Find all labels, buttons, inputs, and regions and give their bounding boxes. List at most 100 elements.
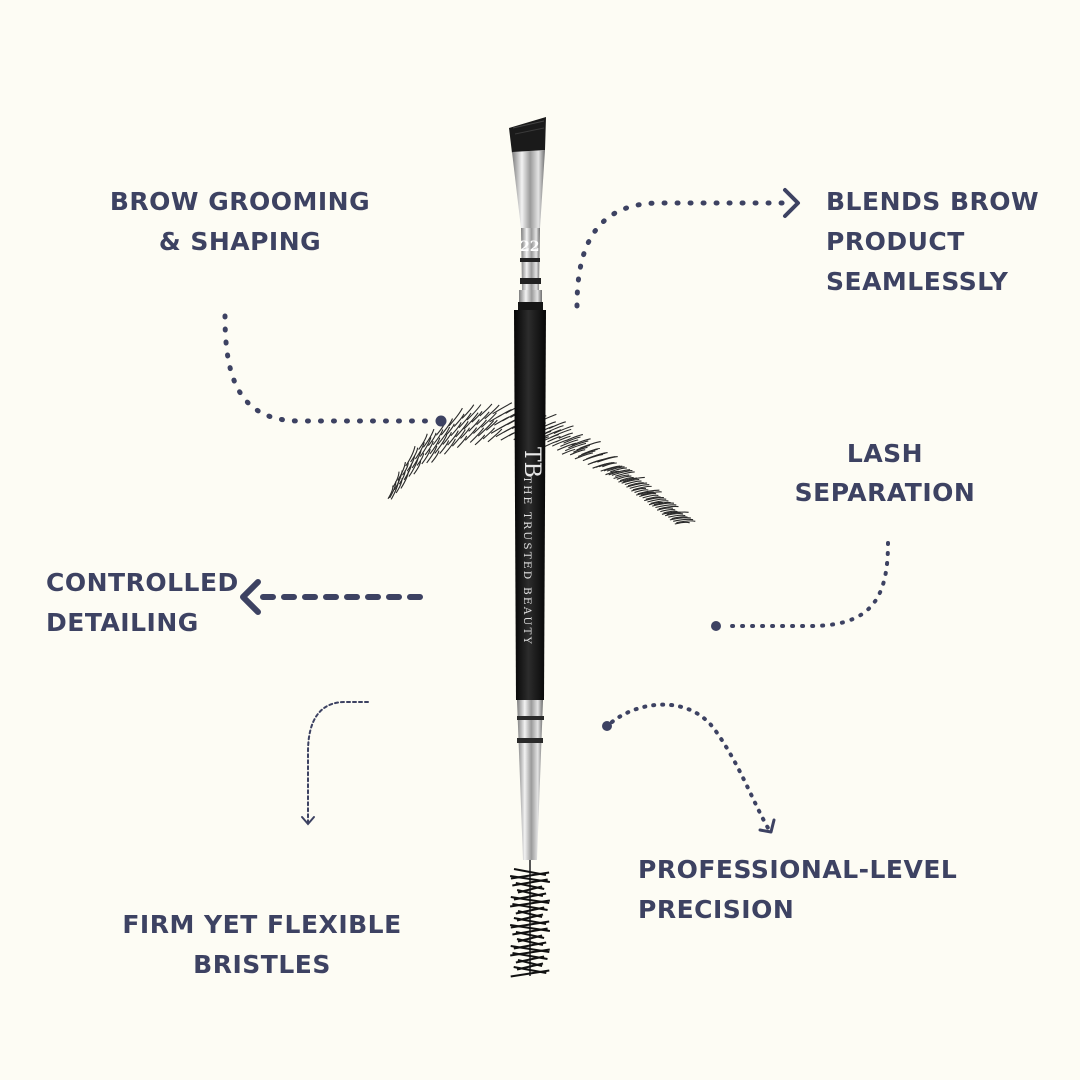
brow-hair-stroke [558,432,573,439]
brow-hair-stroke [619,476,634,482]
brow-hair-stroke [476,411,490,426]
brow-hair-stroke [429,437,441,455]
brow-hair-stroke [426,445,438,464]
brow-hair-stroke [492,402,513,415]
label-blends-brow: BLENDS BROW PRODUCT SEAMLESSLY [826,182,1066,302]
brow-hair-stroke [448,407,463,427]
brow-hair-stroke [650,500,669,504]
label-line: PROFESSIONAL-LEVEL [638,855,958,884]
label-firm-flexible: FIRM YET FLEXIBLE BRISTLES [112,905,412,985]
firm-flexible-connector [307,701,369,823]
lash-separation-dot [711,621,721,631]
brow-hair-stroke [416,453,425,466]
brow-grooming-connector [222,313,433,424]
brow-hair-stroke [450,422,462,437]
chevron-down-icon [301,816,315,826]
brow-hair-stroke [576,445,590,451]
brow-hair-stroke [655,504,677,509]
brow-hair-stroke [656,507,674,511]
brow-hair-stroke [602,462,617,468]
brow-hair-stroke [397,462,406,481]
brow-hair-stroke [471,411,483,423]
brow-hair-stroke [676,520,696,524]
brow-hair-stroke [550,428,572,438]
brow-hair-stroke [447,430,459,446]
label-line: SEAMLESSLY [826,267,1009,296]
brow-hair-stroke [608,469,631,476]
brow-hair-stroke [487,428,503,443]
brow-hair-stroke [663,510,678,514]
brow-hair-stroke [613,474,630,480]
brow-hair-stroke [451,429,466,447]
spoolie-bristle [510,969,550,978]
brow-hair-stroke [464,427,478,441]
label-lash-separation: LASH SEPARATION [780,434,990,512]
brow-hair-stroke [439,440,450,454]
brow-hair-stroke [419,437,432,457]
brow-hair-stroke [437,426,451,445]
brow-hair-stroke [644,496,664,502]
brow-hair-stroke [548,421,566,429]
brow-hair-stroke [414,441,425,460]
brow-hair-stroke [671,516,688,520]
brow-hair-stroke [652,502,675,507]
brow-hair-stroke [598,462,615,468]
brow-hair-stroke [545,425,564,434]
brow-hair-stroke [566,434,584,441]
handle-brand-text: THE TRUSTED BEAUTY [521,476,533,646]
brow-hair-stroke [626,482,648,488]
brow-hair-stroke [463,412,479,430]
brow-hair-stroke [432,429,444,446]
brow-hair-stroke [631,487,647,492]
lash-separation-connector [723,541,890,628]
brow-hair-stroke [584,447,600,454]
logo-mark: TB [519,447,544,478]
brow-hair-stroke [568,440,589,449]
label-line: DETAILING [46,608,199,637]
brow-hair-stroke [597,456,618,463]
brow-hair-stroke [569,449,586,456]
brow-hair-stroke [673,518,694,522]
brow-hair-stroke [647,498,667,503]
label-line: PRECISION [638,895,795,924]
brow-hair-stroke [666,511,689,515]
brow-hair-stroke [603,465,623,472]
brow-hair-stroke [442,432,452,445]
label-line: FIRM YET FLEXIBLE [122,910,402,939]
blends-brow-connector [574,200,788,309]
brow-hair-stroke [410,447,419,463]
brow-hair-stroke [427,432,437,447]
label-line: & SHAPING [158,227,322,256]
brow-hair-stroke [563,436,581,444]
label-controlled-detailing: CONTROLLED DETAILING [46,563,246,643]
brow-hair-stroke [477,420,495,437]
label-brow-grooming: BROW GROOMING & SHAPING [100,182,380,262]
brow-hair-stroke [653,501,671,506]
brow-hair-stroke [615,471,635,477]
brow-hair-stroke [623,476,645,483]
brow-hair-stroke [460,427,471,439]
brow-hair-stroke [422,428,435,448]
brow-hair-stroke [561,448,576,455]
brow-hair-stroke [645,496,661,500]
brow-hair-stroke [482,427,496,440]
brow-hair-stroke [574,452,593,460]
angled-bristles [509,117,546,153]
brow-hair-stroke [616,475,632,480]
brow-hair-stroke [421,448,431,465]
brow-hair-stroke [461,404,475,419]
brow-hair-stroke [577,450,596,458]
brow-hair-stroke [642,494,659,499]
label-line: PRODUCT [826,227,965,256]
brow-hair-stroke [555,435,571,443]
brow-grooming-dot [435,415,447,427]
brow-hair-stroke [443,438,456,455]
brow-hair-stroke [440,418,454,436]
brow-hair-stroke [413,460,422,475]
brow-hair-stroke [445,423,455,436]
brow-hair-stroke [392,471,400,488]
spoolie-bristles [509,868,551,978]
brow-hair-stroke [469,427,485,443]
